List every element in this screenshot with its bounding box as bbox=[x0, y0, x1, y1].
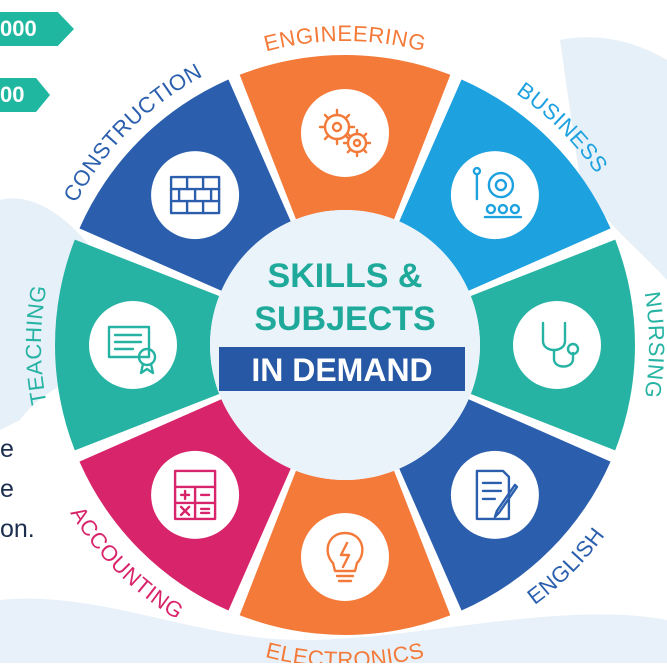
center-banner-text: IN DEMAND bbox=[251, 352, 432, 388]
map-shape bbox=[560, 37, 667, 281]
center-hub: SKILLS & SUBJECTS IN DEMAND bbox=[210, 210, 480, 480]
stethoscope-icon bbox=[513, 301, 601, 389]
segment-label-engineering: ENGINEERING bbox=[261, 21, 428, 56]
badge-top-text: 000 bbox=[0, 16, 37, 41]
gears-icon bbox=[301, 89, 389, 177]
badge-bottom-text: 00 bbox=[0, 82, 25, 107]
map-shape bbox=[0, 598, 667, 663]
segment-label-nursing: NURSING bbox=[640, 290, 667, 400]
center-banner bbox=[219, 347, 465, 391]
side-text-fragment-2: e bbox=[0, 475, 14, 503]
presentation-icon bbox=[450, 151, 539, 240]
lightbulb-icon bbox=[301, 513, 389, 601]
center-title-line2: SUBJECTS bbox=[254, 300, 435, 338]
segment-ring bbox=[55, 55, 635, 635]
badge-top: 000 bbox=[0, 12, 74, 46]
hub-circle bbox=[210, 210, 480, 480]
side-text-fragment-3: on. bbox=[0, 515, 35, 543]
brick-wall-icon bbox=[151, 151, 240, 240]
certificate-icon bbox=[89, 301, 177, 389]
calculator-icon bbox=[151, 450, 240, 539]
document-pen-icon bbox=[450, 450, 539, 539]
center-title-line1: SKILLS & bbox=[268, 257, 423, 295]
side-text-fragment-1: e bbox=[0, 435, 14, 463]
